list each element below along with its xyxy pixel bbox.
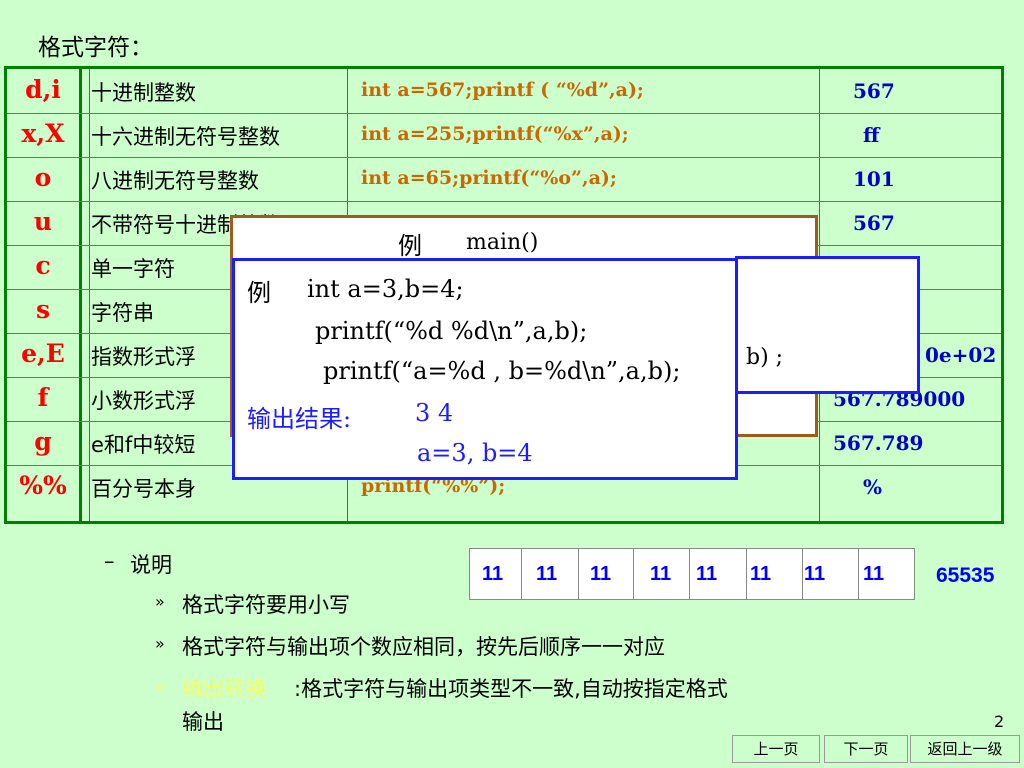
- bullet: »: [155, 677, 165, 696]
- table-divider: [89, 69, 90, 521]
- table-row: d,i 十进制整数 int a=567;printf ( “%d”,a); 56…: [7, 69, 1001, 113]
- bit-value: 65535: [936, 564, 995, 587]
- slide-title: 格式字符：: [38, 35, 153, 61]
- bit-cells: 11 11 11 11 11 11 11 11: [469, 548, 915, 600]
- bit-cell: 11: [863, 563, 885, 585]
- table-row: c 单一字符: [7, 245, 1001, 289]
- cell-divider: [858, 549, 859, 599]
- table-divider: [79, 69, 82, 521]
- bit-cell: 11: [590, 563, 612, 585]
- format-example: printf(“%%”);: [361, 475, 506, 497]
- format-desc: 十六进制无符号整数: [91, 125, 280, 149]
- format-output: 567: [853, 79, 895, 103]
- popup-result-line: a=3, b=4: [417, 439, 533, 467]
- next-page-button[interactable]: 下一页: [824, 735, 908, 763]
- page-number: 2: [994, 712, 1005, 731]
- note-item: 格式字符与输出项个数应相同，按先后顺序一一对应: [182, 635, 665, 659]
- format-example: int a=65;printf(“%o”,a);: [361, 167, 617, 189]
- format-output: 0e+02: [925, 343, 997, 367]
- popup-code-line: int a=3,b=4;: [307, 275, 464, 303]
- format-output: 567.789: [833, 431, 924, 455]
- bullet: »: [155, 592, 165, 611]
- table-row: e,E 指数形式浮 0e+02: [7, 333, 1001, 377]
- format-code: e,E: [21, 339, 65, 368]
- popup-label: 例: [398, 232, 422, 260]
- format-desc: 小数形式浮: [91, 389, 196, 413]
- format-output: 101: [853, 167, 895, 191]
- popup-code-line: printf(“a=%d , b=%d\n”,a,b);: [323, 357, 681, 385]
- note-item: :格式字符与输出项类型不一致,自动按指定格式: [294, 677, 728, 701]
- bit-cell: 11: [650, 563, 672, 585]
- format-example: int a=255;printf(“%x”,a);: [361, 123, 629, 145]
- note-item-continued: 输出: [182, 710, 224, 734]
- format-example: int a=567;printf ( “%d”,a);: [361, 79, 644, 101]
- popup-code-line: main(): [466, 230, 539, 255]
- cell-divider: [746, 549, 747, 599]
- format-code: x,X: [21, 119, 65, 148]
- format-code: %%: [19, 471, 67, 500]
- table-row: s 字符串: [7, 289, 1001, 333]
- table-row: x,X 十六进制无符号整数 int a=255;printf(“%x”,a); …: [7, 113, 1001, 157]
- prev-page-button[interactable]: 上一页: [732, 735, 820, 763]
- format-desc: 十进制整数: [91, 81, 196, 105]
- format-code: s: [35, 295, 51, 324]
- note-item: 格式字符要用小写: [182, 593, 350, 617]
- format-desc: 八进制无符号整数: [91, 169, 259, 193]
- popup-result-label: 输出结果:: [247, 405, 352, 433]
- popup-result-line: 3 4: [415, 399, 454, 427]
- format-output: 567: [853, 211, 895, 235]
- format-code: g: [34, 427, 52, 456]
- format-code: c: [35, 251, 51, 280]
- table-row: g e和f中较短 567.789: [7, 421, 1001, 465]
- back-up-button[interactable]: 返回上一级: [910, 735, 1020, 763]
- table-row: %% 百分号本身 printf(“%%”); %: [7, 465, 1001, 509]
- cell-divider: [578, 549, 579, 599]
- bit-cell: 11: [482, 563, 504, 585]
- popup-code-line: printf(“%d %d\n”,a,b);: [315, 317, 588, 345]
- cell-divider: [521, 549, 522, 599]
- bit-cell: 11: [536, 563, 558, 585]
- format-desc: 字符串: [91, 301, 154, 325]
- bit-cell: 11: [804, 563, 826, 585]
- bullet: »: [155, 634, 165, 653]
- format-desc: 指数形式浮: [91, 345, 196, 369]
- format-code: d,i: [25, 75, 61, 104]
- cell-divider: [633, 549, 634, 599]
- bit-cell: 11: [696, 563, 718, 585]
- popup-code-fragment: , b) ;: [732, 345, 784, 370]
- example-popup-front: 例 int a=3,b=4; printf(“%d %d\n”,a,b); pr…: [232, 258, 738, 480]
- note-dash: –: [104, 549, 115, 573]
- cell-divider: [689, 549, 690, 599]
- format-code: u: [33, 207, 53, 236]
- popup-label: 例: [247, 279, 271, 307]
- row-divider: [7, 201, 1001, 202]
- note-heading: 说明: [130, 553, 172, 577]
- format-desc: e和f中较短: [91, 433, 196, 457]
- format-desc: 百分号本身: [91, 477, 196, 501]
- table-row: o 八进制无符号整数 int a=65;printf(“%o”,a); 101: [7, 157, 1001, 201]
- cell-divider: [802, 549, 803, 599]
- format-output: ff: [863, 123, 880, 147]
- bit-cell: 11: [750, 563, 772, 585]
- format-code: f: [37, 383, 49, 412]
- example-popup-side: , b) ;: [732, 256, 920, 394]
- note-item-hidden: 输出转换: [182, 677, 266, 701]
- format-output: %: [863, 475, 883, 499]
- format-code: o: [34, 163, 52, 192]
- format-desc: 单一字符: [91, 257, 175, 281]
- row-divider: [7, 113, 1001, 114]
- row-divider: [7, 157, 1001, 158]
